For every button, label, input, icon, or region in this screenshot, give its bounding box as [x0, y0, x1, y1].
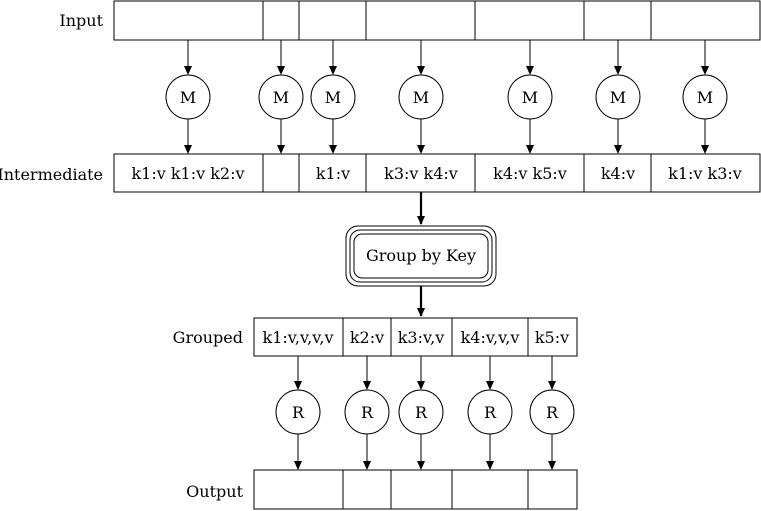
intermediate-cell-text: k1:v k3:v	[668, 164, 742, 183]
intermediate-cell	[298, 153, 367, 193]
intermediate-cell-text: k1:v k1:v k2:v	[131, 164, 244, 183]
map-stage: M M M M M M M	[165, 40, 728, 154]
output-row-label: Output	[186, 482, 243, 501]
intermediate-cell-text: k4:v k5:v	[493, 164, 567, 183]
grouped-row: k1:v,v,v,v k2:v k3:v,v k4:v,v,v k5:v	[253, 317, 578, 357]
output-cell	[527, 469, 578, 510]
reduce-node-label: R	[292, 403, 305, 422]
map-node-label: M	[325, 88, 341, 107]
intermediate-cell	[365, 153, 476, 193]
input-split	[262, 0, 300, 41]
group-by-key-box-core	[353, 233, 489, 279]
input-row	[113, 0, 761, 41]
grouped-cell-text: k1:v,v,v,v	[263, 328, 334, 347]
intermediate-cell	[583, 153, 652, 193]
intermediate-cell	[262, 153, 300, 193]
intermediate-row-label: Intermediate	[0, 165, 103, 184]
reduce-stage: R R R R R	[275, 356, 575, 470]
map-node-label: M	[697, 88, 713, 107]
input-split	[298, 0, 367, 41]
reduce-node-label: R	[361, 403, 374, 422]
map-node-label: M	[413, 88, 429, 107]
grouped-cell-text: k4:v,v,v	[461, 328, 520, 347]
group-by-key-stage: Group by Key	[345, 192, 497, 317]
output-cell	[342, 469, 392, 510]
input-split	[650, 0, 761, 41]
map-node-label: M	[273, 88, 289, 107]
output-cell	[390, 469, 453, 510]
input-split	[365, 0, 476, 41]
grouped-row-label: Grouped	[173, 328, 243, 347]
intermediate-cell	[650, 153, 761, 193]
grouped-cell	[253, 317, 344, 357]
intermediate-cell	[474, 153, 585, 193]
map-node-label: M	[610, 88, 626, 107]
intermediate-cell-text: k3:v k4:v	[384, 164, 458, 183]
reduce-node-label: R	[484, 403, 497, 422]
intermediate-cell-text: k1:v	[316, 164, 350, 183]
output-cell	[253, 469, 344, 510]
grouped-cell-text: k5:v	[535, 328, 569, 347]
intermediate-row: k1:v k1:v k2:v k1:v k3:v k4:v k4:v k5:v …	[113, 153, 761, 193]
grouped-cell	[451, 317, 529, 357]
input-split	[113, 0, 264, 41]
group-by-key-label: Group by Key	[366, 246, 476, 265]
intermediate-cell	[113, 153, 264, 193]
grouped-cell-text: k2:v	[350, 328, 384, 347]
grouped-cell	[342, 317, 392, 357]
output-cell	[451, 469, 529, 510]
reduce-node-label: R	[415, 403, 428, 422]
output-row	[253, 469, 578, 510]
input-split	[583, 0, 652, 41]
input-row-label: Input	[59, 11, 103, 30]
map-node-label: M	[180, 88, 196, 107]
intermediate-cell-text: k4:v	[601, 164, 635, 183]
map-node-label: M	[522, 88, 538, 107]
reduce-node-label: R	[546, 403, 559, 422]
input-split	[474, 0, 585, 41]
grouped-cell-text: k3:v,v	[398, 328, 445, 347]
